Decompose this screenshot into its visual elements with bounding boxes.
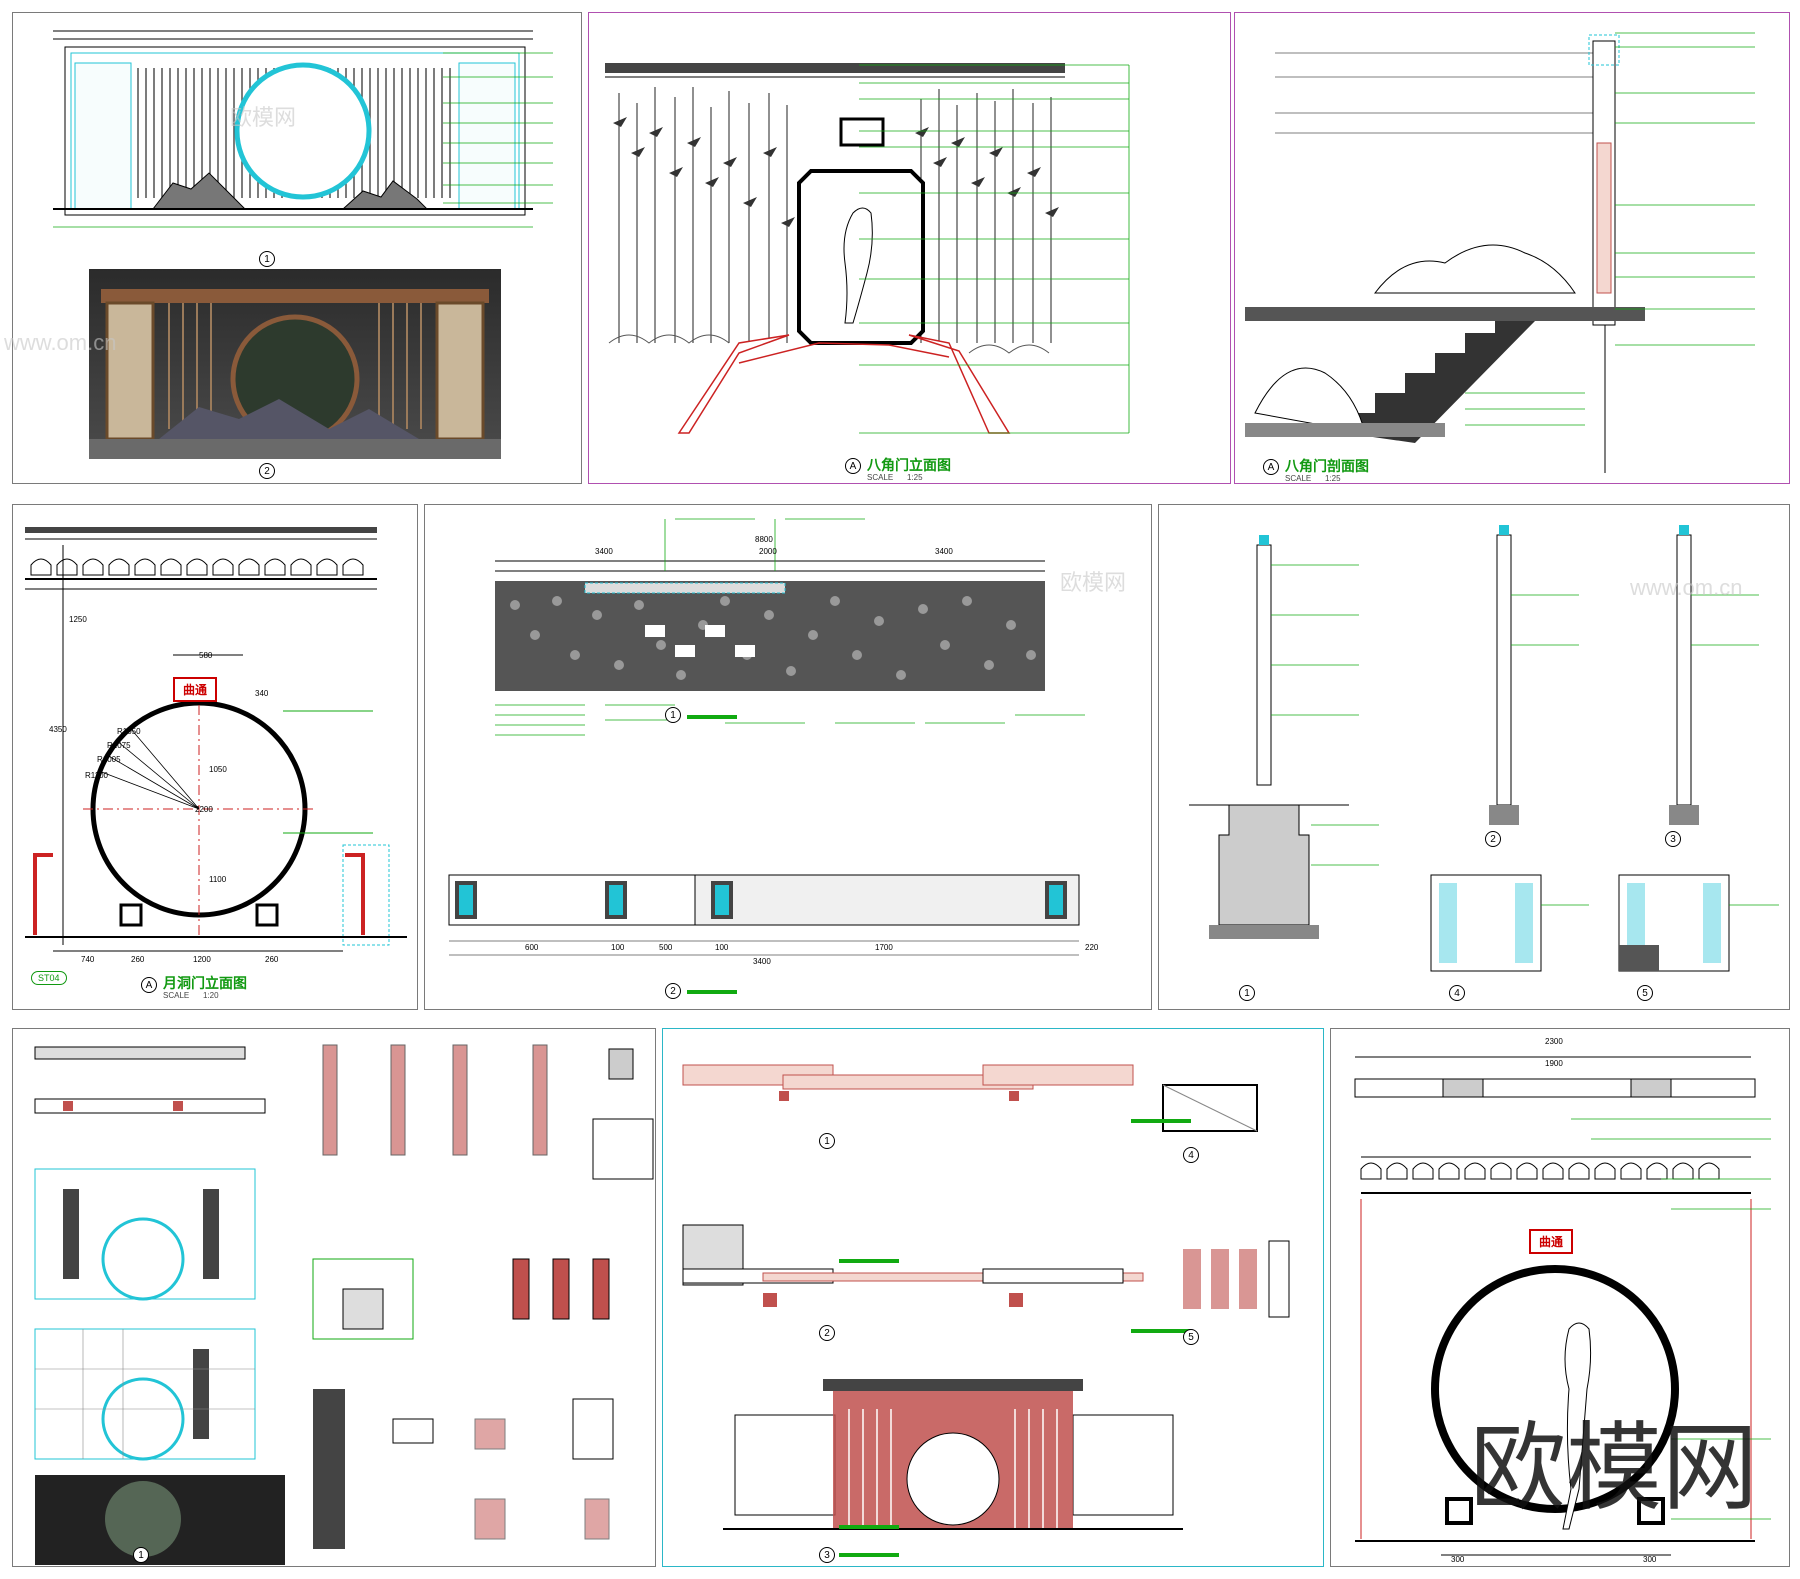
dim-3400-right: 3400: [935, 547, 953, 556]
detail-sheet-drawing: [34, 1044, 654, 1565]
dim-580: 580: [199, 651, 213, 660]
dim-100-a: 100: [611, 943, 625, 952]
dim-300-right: 300: [1643, 1555, 1657, 1564]
octagon-section-title: 八角门剖面图: [1285, 458, 1369, 474]
dim-r1100: R1100: [85, 771, 108, 780]
dim-300-left: 300: [1451, 1555, 1465, 1564]
drawing-index-4: 4: [1449, 985, 1465, 1001]
dim-1100: 1100: [209, 875, 227, 884]
sheet-tag: ST04: [31, 971, 67, 985]
octagon-section-drawing: [1245, 32, 1755, 473]
dim-500: 500: [659, 943, 673, 952]
drawing-index-A: A: [141, 977, 157, 993]
scale-value: 1:20: [203, 991, 219, 1000]
panel-wall-plan: 8800 3400 2000 3400 600 100 500 100 1700…: [424, 504, 1152, 1010]
scale-value: 1:25: [1325, 474, 1341, 483]
watermark-brand: 欧模网: [230, 105, 297, 130]
drawing-index-2: 2: [259, 463, 275, 479]
dim-740: 740: [81, 955, 95, 964]
drawing-index-A: A: [845, 458, 861, 474]
scale-label: SCALE: [1285, 474, 1312, 483]
dim-3400-total: 3400: [753, 957, 771, 966]
panel-plan-sheet: 1 2 3 4 5: [662, 1028, 1324, 1567]
dim-1700: 1700: [875, 943, 893, 952]
drawing-index-3: 3: [1665, 831, 1681, 847]
dim-600: 600: [525, 943, 539, 952]
panel-moon-gate-elevation: 曲通 580 340 1050 1100 2200 4350 1250 R105…: [12, 504, 418, 1010]
dim-r1050: R1050: [117, 727, 141, 736]
watermark-site: www.om.cn: [4, 330, 117, 355]
drawing-index-5: 5: [1637, 985, 1653, 1001]
scale-value: 1:25: [907, 473, 923, 482]
moon-gate-drawing: [25, 527, 407, 952]
dim-100-b: 100: [715, 943, 729, 952]
dim-1050: 1050: [209, 765, 227, 774]
drawing-index-1: 1: [819, 1133, 835, 1149]
panel-wall-elevation: 1 2: [12, 12, 582, 484]
drawing-index-5: 5: [1183, 1329, 1199, 1345]
dim-260-right: 260: [265, 955, 279, 964]
dim-2200: 2200: [195, 805, 213, 814]
drawing-index-2: 2: [665, 983, 681, 999]
scale-label: SCALE: [867, 473, 894, 482]
panel-moon-gate-figure: 曲通 2300 1900 300 300: [1330, 1028, 1790, 1567]
watermark-brand: 欧模网: [1060, 570, 1127, 595]
dim-3400-left: 3400: [595, 547, 613, 556]
dim-1900: 1900: [1545, 1059, 1563, 1068]
drawing-index-1: 1: [259, 251, 275, 267]
octagon-elevation-drawing: [605, 63, 1130, 434]
dim-r1075: R1075: [107, 741, 131, 750]
dim-1200: 1200: [193, 955, 211, 964]
dim-340: 340: [255, 689, 269, 698]
drawing-index-2: 2: [819, 1325, 835, 1341]
panel-column-sections: 1 2 3 4 5: [1158, 504, 1790, 1010]
drawing-index-1: 1: [665, 707, 681, 723]
dim-2000: 2000: [759, 547, 777, 556]
octagon-elevation-title: 八角门立面图: [867, 457, 951, 473]
drawing-index-3: 3: [819, 1547, 835, 1563]
column-sections-drawing: [1189, 525, 1779, 972]
drawing-index-1: 1: [1239, 985, 1255, 1001]
moon-gate-figure-drawing: [1354, 1056, 1771, 1556]
dim-1250: 1250: [69, 615, 87, 624]
watermark-brand-large: 欧模网: [1470, 1412, 1758, 1524]
wall-render-photo: [89, 269, 501, 459]
dim-2300: 2300: [1545, 1037, 1563, 1046]
moon-gate-title: 月洞门立面图: [163, 975, 247, 991]
drawing-index-A: A: [1263, 459, 1279, 475]
scale-label: SCALE: [163, 991, 190, 1000]
dim-8800: 8800: [755, 535, 773, 544]
plan-sheet-drawing: [682, 1064, 1290, 1557]
dim-4350: 4350: [49, 725, 67, 734]
wall-plan-drawing: [448, 518, 1085, 994]
wall-elevation-drawing: [53, 30, 553, 285]
watermark-site: www.om.cn: [1630, 575, 1743, 600]
moon-gate-sign: 曲通: [173, 677, 218, 702]
dim-220: 220: [1085, 943, 1099, 952]
drawing-index-2: 2: [1485, 831, 1501, 847]
dim-r1005: R1005: [97, 755, 121, 764]
drawing-index-1: 1: [133, 1547, 149, 1563]
drawing-index-4: 4: [1183, 1147, 1199, 1163]
panel-octagon-section: A 八角门剖面图 SCALE 1:25: [1234, 12, 1790, 484]
dim-260-left: 260: [131, 955, 145, 964]
moon-gate-sign: 曲通: [1529, 1229, 1574, 1254]
panel-octagon-elevation: A 八角门立面图 SCALE 1:25: [588, 12, 1231, 484]
panel-detail-sheet: 1: [12, 1028, 656, 1567]
